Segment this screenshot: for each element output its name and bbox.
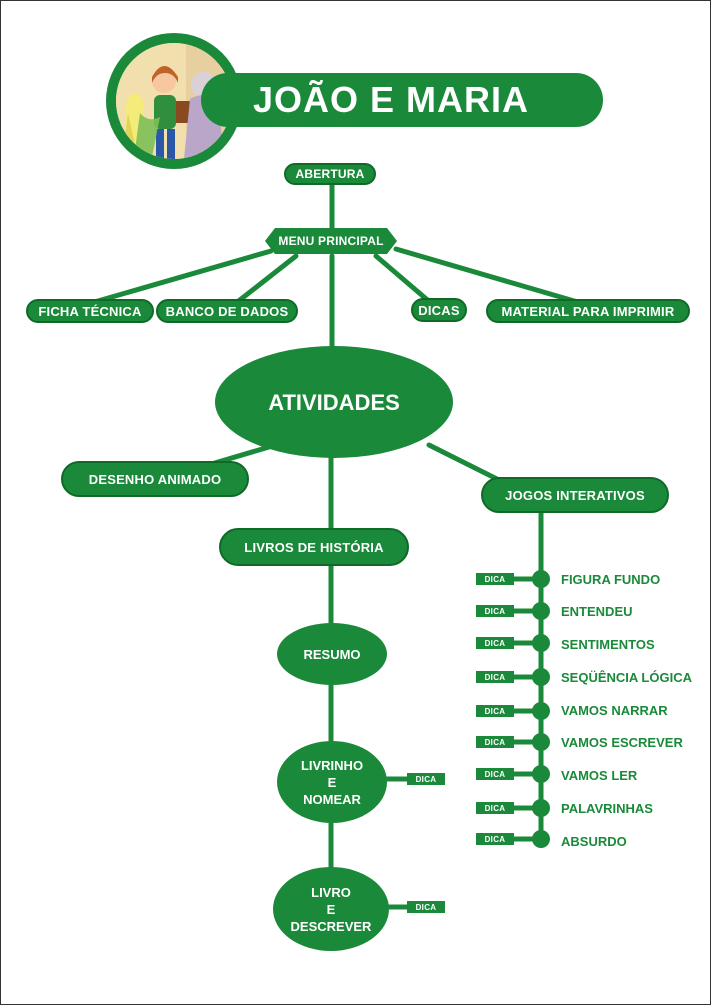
resumo-label: RESUMO — [303, 646, 361, 662]
node-jogos-interativos[interactable]: JOGOS INTERATIVOS — [481, 477, 669, 513]
dica-tag[interactable]: DICA — [476, 605, 514, 617]
line-menu-ficha — [88, 248, 274, 306]
node-banco-de-dados[interactable]: BANCO DE DADOS — [156, 299, 298, 323]
node-livrinho-e-nomear[interactable]: LIVRINHO E NOMEAR — [277, 741, 387, 823]
jogo-node-dot — [532, 765, 550, 783]
dica-tag[interactable]: DICA — [476, 705, 514, 717]
node-resumo[interactable]: RESUMO — [277, 623, 387, 685]
atividades-label: ATIVIDADES — [268, 389, 400, 415]
node-atividades[interactable]: ATIVIDADES — [215, 346, 453, 458]
dica-tag[interactable]: DICA — [476, 833, 514, 845]
jogo-node-dot — [532, 668, 550, 686]
node-livro-e-descrever[interactable]: LIVRO E DESCREVER — [273, 867, 389, 951]
livrinho-line-3: NOMEAR — [303, 791, 361, 807]
jogo-label[interactable]: ENTENDEU — [561, 604, 633, 619]
node-desenho-animado[interactable]: DESENHO ANIMADO — [61, 461, 249, 497]
dica-tag-livro[interactable]: DICA — [407, 901, 445, 913]
dica-tag[interactable]: DICA — [476, 573, 514, 585]
jogo-node-dot — [532, 702, 550, 720]
page-title: JOÃO E MARIA — [201, 73, 603, 127]
line-menu-material — [393, 246, 584, 306]
jogo-label[interactable]: FIGURA FUNDO — [561, 572, 661, 587]
line-menu-banco — [233, 253, 299, 306]
dica-tag-livrinho[interactable]: DICA — [407, 773, 445, 785]
livro-line-1: LIVRO — [311, 884, 351, 900]
dica-tag[interactable]: DICA — [476, 802, 514, 814]
jogo-label[interactable]: VAMOS NARRAR — [561, 703, 668, 718]
dica-tag[interactable]: DICA — [476, 637, 514, 649]
node-ficha-tecnica[interactable]: FICHA TÉCNICA — [26, 299, 154, 323]
node-menu-principal[interactable]: MENU PRINCIPAL — [253, 226, 409, 256]
jogo-label[interactable]: PALAVRINHAS — [561, 801, 653, 816]
livro-line-2: E — [326, 901, 336, 917]
jogo-label[interactable]: ABSURDO — [561, 834, 627, 849]
jogo-label[interactable]: VAMOS ESCREVER — [561, 735, 683, 750]
node-livros-de-historia[interactable]: LIVROS DE HISTÓRIA — [219, 528, 409, 566]
node-material-para-imprimir[interactable]: MATERIAL PARA IMPRIMIR — [486, 299, 690, 323]
livro-line-3: DESCREVER — [290, 918, 372, 934]
menu-principal-shape — [265, 228, 397, 254]
dica-tag[interactable]: DICA — [476, 736, 514, 748]
jogo-node-dot — [532, 602, 550, 620]
line-menu-dicas — [373, 253, 434, 306]
jogo-node-dot — [532, 733, 550, 751]
jogo-label[interactable]: VAMOS LER — [561, 768, 638, 783]
menu-principal-label: MENU PRINCIPAL — [278, 234, 384, 248]
jogo-node-dot — [532, 634, 550, 652]
livrinho-line-2: E — [327, 774, 337, 790]
jogo-label[interactable]: SEQÜÊNCIA LÓGICA — [561, 670, 692, 685]
dica-tag[interactable]: DICA — [476, 671, 514, 683]
jogo-node-dot — [532, 830, 550, 848]
jogo-node-dot — [532, 570, 550, 588]
dica-tag[interactable]: DICA — [476, 768, 514, 780]
node-abertura[interactable]: ABERTURA — [284, 163, 376, 185]
story-illustration — [116, 43, 232, 159]
jogo-label[interactable]: SENTIMENTOS — [561, 637, 655, 652]
node-dicas[interactable]: DICAS — [411, 298, 467, 322]
jogo-node-dot — [532, 799, 550, 817]
livrinho-line-1: LIVRINHO — [300, 757, 364, 773]
